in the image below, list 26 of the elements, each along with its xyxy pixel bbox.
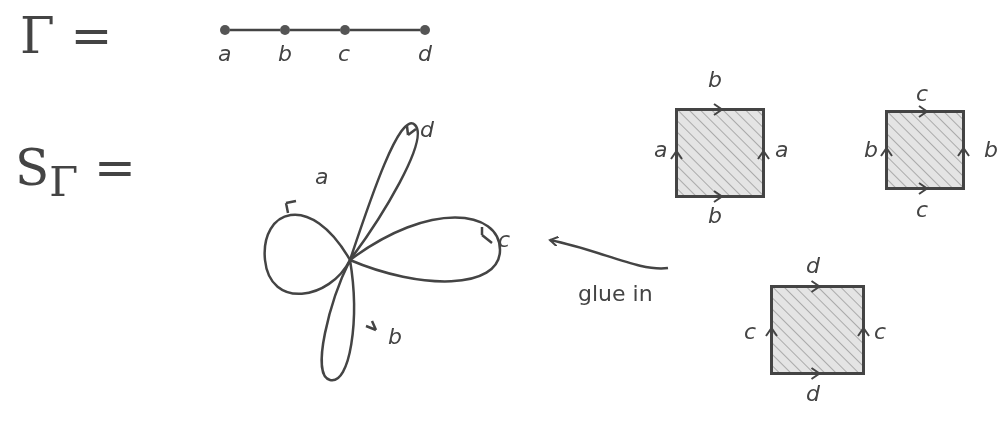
edge-letter: d <box>806 382 820 406</box>
edge-letter: a <box>775 138 789 162</box>
vertex-label: c <box>338 42 351 66</box>
edge-letter: c <box>874 320 887 344</box>
edge-letter: c <box>916 82 929 106</box>
graph-edge <box>290 28 340 32</box>
vertex-label: b <box>278 42 292 66</box>
equation-label: Γ = <box>20 8 113 64</box>
edge-letter: b <box>388 325 402 349</box>
edge-letter: d <box>806 254 820 278</box>
graph-edge <box>350 28 420 32</box>
arrow <box>549 235 669 270</box>
edge-letter: b <box>984 138 998 162</box>
edge-letter: a <box>654 138 668 162</box>
edge-letter: b <box>708 68 722 92</box>
edge-letter: b <box>708 204 722 228</box>
edge-letter: a <box>315 165 329 189</box>
edge-letter: c <box>744 320 757 344</box>
vertex-label: a <box>218 42 232 66</box>
vertex-label: d <box>418 42 432 66</box>
edge-letter: c <box>916 198 929 222</box>
edge-label: glue in <box>578 282 653 306</box>
equation-label: S$_{Γ}$ = <box>15 140 136 208</box>
edge-letter: d <box>420 118 434 142</box>
edge-letter: b <box>864 138 878 162</box>
graph-edge <box>230 28 280 32</box>
